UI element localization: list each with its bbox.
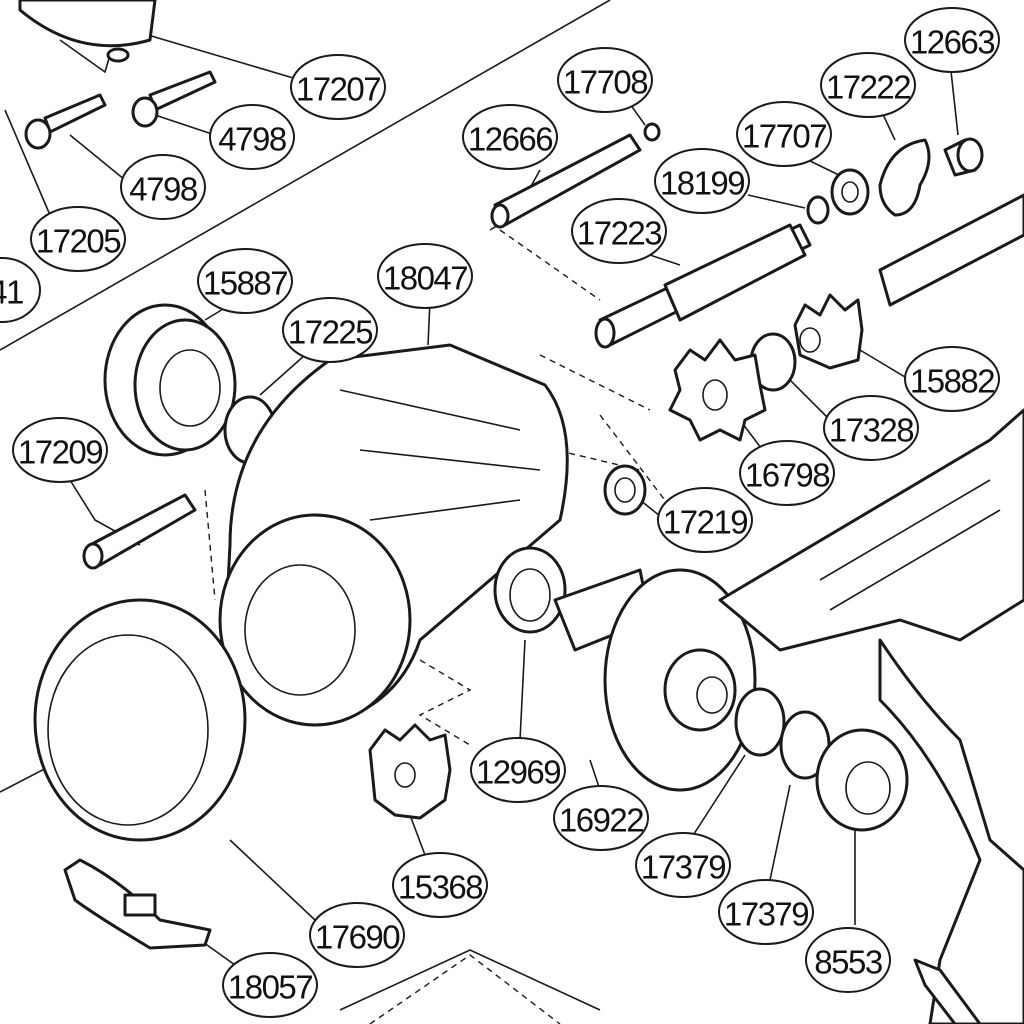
- ring-gear-part: [33, 598, 247, 842]
- callout-18047[interactable]: 18047: [377, 243, 473, 309]
- bushing-part: [603, 464, 647, 516]
- callout-17207[interactable]: 17207: [290, 54, 386, 120]
- gear-part-15368: [368, 723, 452, 820]
- callout-12663[interactable]: 12663: [904, 7, 1000, 73]
- callout-17209[interactable]: 17209: [12, 417, 108, 483]
- washer-part: [830, 168, 870, 216]
- callout-17690[interactable]: 17690: [309, 902, 405, 968]
- svg-text:8553: 8553: [814, 944, 882, 981]
- threaded-rod-part: [878, 193, 1024, 307]
- frame-body-part: [218, 343, 569, 727]
- part-number-callouts: 17207 4798 4798 17205 41 17708 12666 177…: [0, 7, 1000, 1018]
- svg-text:17707: 17707: [742, 118, 826, 155]
- callout-18057[interactable]: 18057: [222, 952, 318, 1018]
- callout-41[interactable]: 41: [0, 257, 41, 323]
- svg-text:17708: 17708: [563, 64, 647, 101]
- knob-part: [103, 303, 237, 457]
- ball-bearing-part: [815, 728, 909, 832]
- svg-text:17205: 17205: [36, 223, 120, 260]
- pinion-part: [793, 293, 864, 370]
- svg-text:15887: 15887: [203, 265, 287, 302]
- svg-text:17690: 17690: [315, 919, 400, 956]
- callout-17219[interactable]: 17219: [657, 487, 753, 553]
- callout-17708[interactable]: 17708: [557, 47, 653, 113]
- svg-text:17222: 17222: [826, 69, 910, 106]
- callout-17225[interactable]: 17225: [282, 297, 378, 363]
- pin-part: [490, 133, 642, 229]
- screw-part-upper: [131, 70, 217, 128]
- callout-17328[interactable]: 17328: [823, 395, 919, 461]
- svg-text:17379: 17379: [724, 896, 808, 933]
- screw-part-lower: [24, 93, 107, 150]
- svg-text:17207: 17207: [296, 71, 380, 108]
- callout-15887[interactable]: 15887: [197, 248, 293, 314]
- svg-text:12663: 12663: [910, 24, 994, 61]
- body-cover-part: [878, 638, 1024, 1024]
- svg-text:15368: 15368: [398, 869, 482, 906]
- callout-15368[interactable]: 15368: [392, 852, 488, 918]
- long-pin-part: [82, 493, 197, 570]
- svg-text:17219: 17219: [663, 504, 747, 541]
- svg-text:17223: 17223: [577, 215, 661, 252]
- callout-15882[interactable]: 15882: [904, 346, 1000, 412]
- callout-16798[interactable]: 16798: [739, 440, 835, 506]
- plate-part: [878, 138, 931, 217]
- callout-12666[interactable]: 12666: [462, 104, 558, 170]
- callout-12969[interactable]: 12969: [470, 737, 566, 803]
- callout-17379-lower[interactable]: 17379: [718, 879, 814, 945]
- bracket-part: [18, 0, 157, 48]
- svg-text:15882: 15882: [910, 363, 994, 400]
- svg-text:4798: 4798: [218, 121, 286, 158]
- svg-text:17328: 17328: [829, 412, 913, 449]
- callout-4798-upper[interactable]: 4798: [209, 104, 295, 170]
- svg-text:12969: 12969: [476, 754, 560, 791]
- clip-part: [643, 122, 661, 142]
- hook-part: [913, 958, 982, 1024]
- svg-text:18057: 18057: [228, 969, 312, 1006]
- bearing-part: [493, 546, 567, 634]
- svg-text:17209: 17209: [18, 434, 102, 471]
- parts-artwork: [18, 0, 1024, 1024]
- side-plate-part: [718, 408, 1024, 652]
- small-screw-part: [943, 137, 984, 177]
- callout-17222[interactable]: 17222: [820, 52, 916, 118]
- small-gear-part: [668, 338, 767, 442]
- svg-text:18199: 18199: [660, 165, 744, 202]
- svg-text:18047: 18047: [383, 260, 467, 297]
- svg-text:41: 41: [0, 274, 23, 311]
- svg-text:12666: 12666: [468, 121, 552, 158]
- callout-17379-upper[interactable]: 17379: [635, 832, 731, 898]
- worm-shaft-part: [594, 223, 812, 349]
- callout-4798-lower[interactable]: 4798: [120, 154, 206, 220]
- svg-text:16922: 16922: [559, 802, 643, 839]
- svg-text:17225: 17225: [288, 314, 372, 351]
- callout-8553[interactable]: 8553: [805, 927, 891, 993]
- lever-tab: [123, 893, 157, 917]
- bracket-hole: [106, 47, 130, 63]
- svg-text:17379: 17379: [641, 849, 725, 886]
- callout-17223[interactable]: 17223: [571, 198, 667, 264]
- callout-17707[interactable]: 17707: [736, 101, 832, 167]
- drive-gear-part: [553, 568, 757, 792]
- shim-washer-part-upper: [734, 687, 786, 757]
- callout-16922[interactable]: 16922: [553, 785, 649, 851]
- callout-17205[interactable]: 17205: [30, 206, 126, 272]
- svg-text:16798: 16798: [745, 457, 829, 494]
- svg-text:4798: 4798: [129, 171, 197, 208]
- callout-18199[interactable]: 18199: [654, 148, 750, 214]
- ring-part: [806, 195, 830, 225]
